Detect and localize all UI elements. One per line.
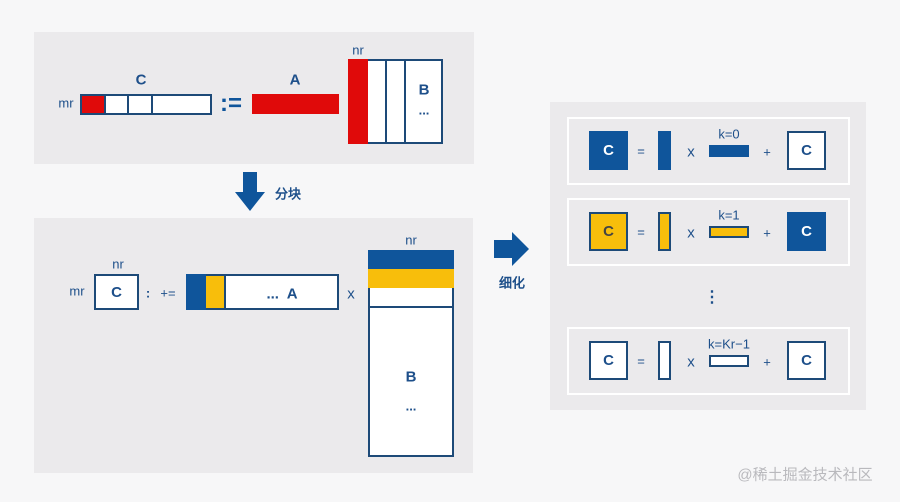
b-label: B xyxy=(418,81,430,99)
c-label: C xyxy=(603,142,614,159)
divider xyxy=(385,59,387,144)
c-label: C xyxy=(603,352,614,369)
times: x xyxy=(687,143,695,161)
step-label-refine: 细化 xyxy=(498,275,526,291)
c-block: C xyxy=(94,274,139,310)
refine-step xyxy=(567,327,850,395)
a-red-row xyxy=(252,94,339,114)
k-index: k=1 xyxy=(718,207,740,223)
b-label: B xyxy=(405,368,417,386)
c-label: C xyxy=(801,223,812,240)
c-label: C xyxy=(801,142,812,159)
c-row-block xyxy=(80,94,212,115)
a-yellow-column xyxy=(206,276,226,308)
mr-label: mr xyxy=(69,283,85,299)
b-dots: ... xyxy=(418,102,430,118)
divider xyxy=(368,306,454,308)
plus: + xyxy=(763,144,771,160)
down-arrow-icon xyxy=(235,172,265,211)
mr-label: mr xyxy=(58,95,74,111)
a-label: A xyxy=(289,71,301,89)
divider xyxy=(104,94,106,115)
divider xyxy=(127,94,129,115)
watermark: @稀土掘金技术社区 xyxy=(737,466,873,484)
divider xyxy=(404,59,406,144)
refine-step xyxy=(567,198,850,266)
plus-equals: += xyxy=(160,285,176,301)
c-label: C xyxy=(135,71,147,89)
c-red-segment xyxy=(82,96,104,113)
k-index: k=Kr−1 xyxy=(708,336,750,352)
a-label: ... A xyxy=(266,285,298,303)
c-label: C xyxy=(801,352,812,369)
b-dots: ... xyxy=(405,398,417,414)
a-column-block xyxy=(658,212,671,251)
c-output-block: C xyxy=(589,341,628,380)
c-label: C xyxy=(111,283,122,301)
equals: = xyxy=(637,353,645,369)
colon: : xyxy=(145,285,151,301)
refine-step xyxy=(567,117,850,185)
b-row-block xyxy=(709,355,749,367)
assign-operator: := xyxy=(219,90,243,117)
b-red-column xyxy=(348,59,368,144)
right-arrow-icon xyxy=(494,232,529,266)
plus: + xyxy=(763,354,771,370)
b-blue-row xyxy=(368,250,454,269)
c-input-block: C xyxy=(787,212,826,251)
times: x xyxy=(687,353,695,371)
step-label-blocking: 分块 xyxy=(274,186,302,202)
c-label: C xyxy=(603,223,614,240)
divider xyxy=(151,94,153,115)
c-input-block: C xyxy=(787,131,826,170)
equals: = xyxy=(637,143,645,159)
c-output-block: C xyxy=(589,131,628,170)
c-output-block: C xyxy=(589,212,628,251)
nr-label: nr xyxy=(405,232,417,248)
k-index: k=0 xyxy=(718,126,740,142)
c-input-block: C xyxy=(787,341,826,380)
nr-label: nr xyxy=(352,42,364,58)
b-row-block xyxy=(709,226,749,238)
a-column-block xyxy=(658,341,671,380)
b-row-block xyxy=(709,145,749,157)
a-blue-column xyxy=(186,274,206,310)
times: x xyxy=(347,285,355,303)
b-yellow-row xyxy=(368,269,454,288)
plus: + xyxy=(763,225,771,241)
times: x xyxy=(687,224,695,242)
equals: = xyxy=(637,224,645,240)
vertical-ellipsis: ⋮ xyxy=(704,289,720,306)
a-column-block xyxy=(658,131,671,170)
nr-label: nr xyxy=(112,256,124,272)
